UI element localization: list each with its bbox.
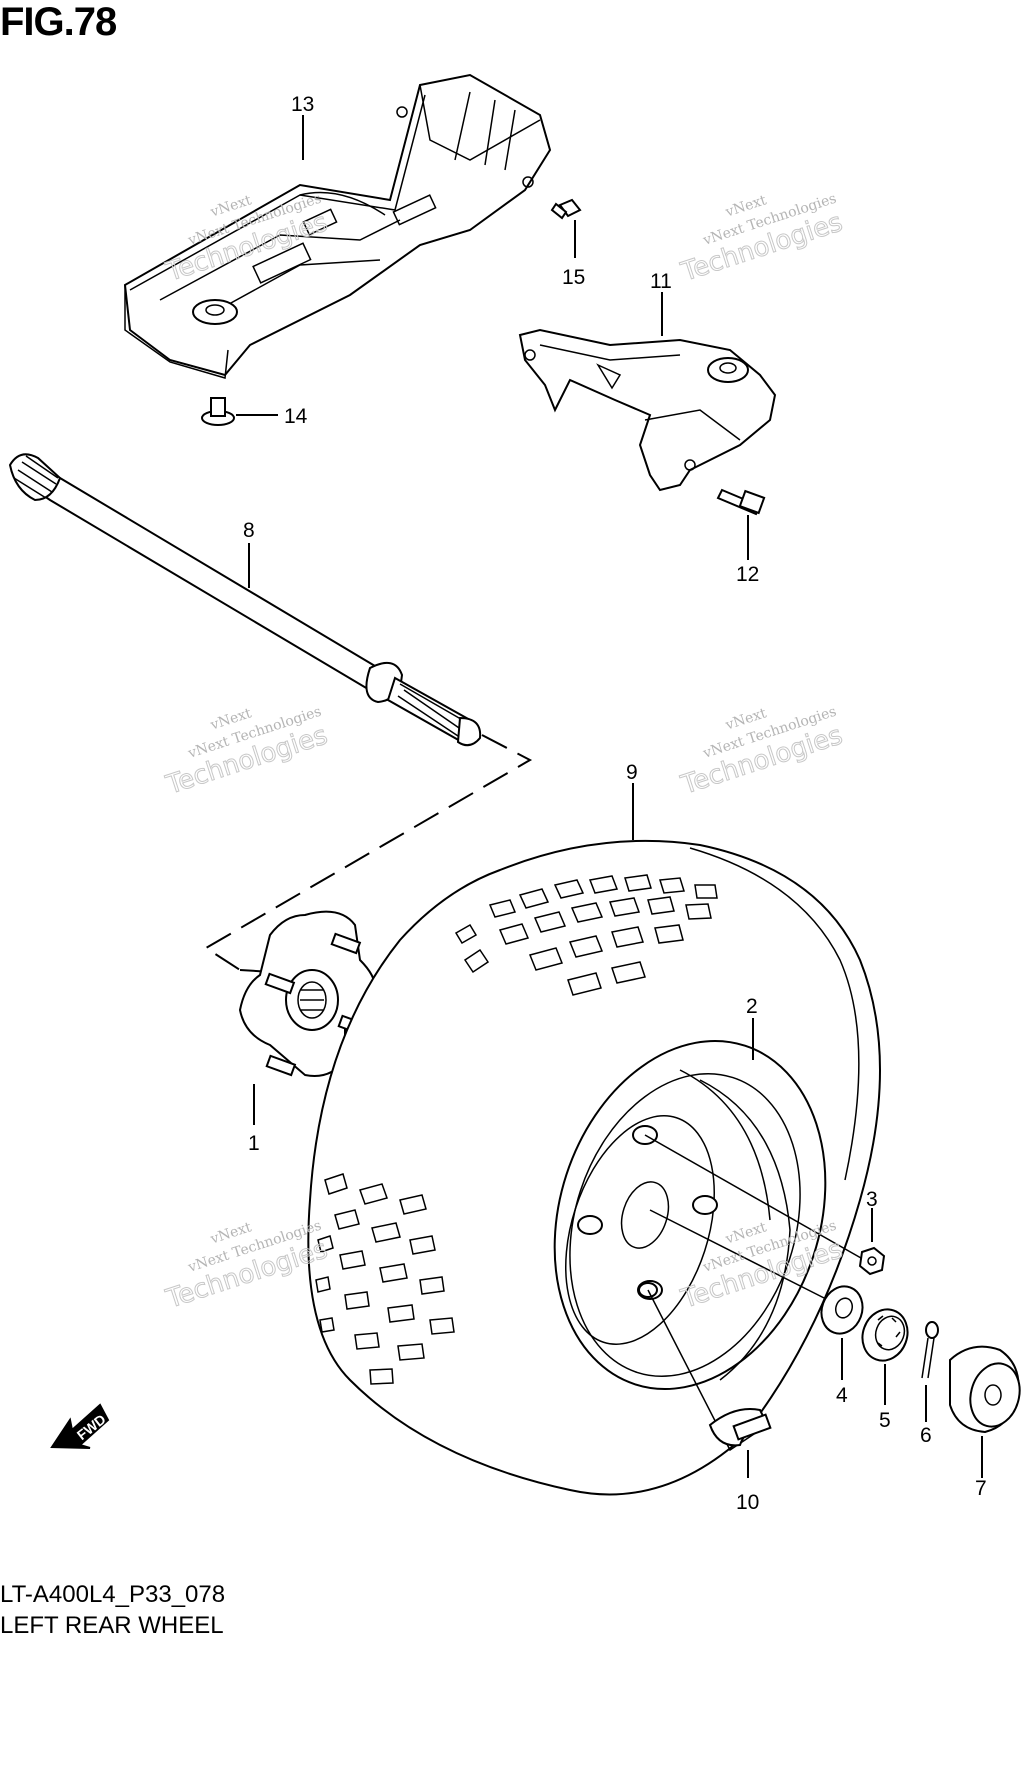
part-15-bolt: [550, 198, 582, 258]
tire-tread-side: [315, 1173, 455, 1385]
fwd-direction-arrow: FWD: [50, 1403, 110, 1449]
figure-name: LEFT REAR WHEEL: [0, 1612, 224, 1639]
callout-5: 5: [879, 1409, 891, 1432]
callout-7: 7: [975, 1477, 987, 1500]
part-4-washer: [820, 1285, 864, 1380]
watermark: vNext vNext Technologies Technologies: [677, 191, 847, 289]
explode-line-nut: [644, 1134, 869, 1263]
figure-title: FIG.78: [0, 0, 117, 44]
watermark: vNext vNext Technologies Technologies: [162, 1218, 332, 1316]
callout-9: 9: [626, 761, 638, 784]
callout-6: 6: [920, 1424, 932, 1447]
callout-1: 1: [248, 1132, 260, 1155]
part-8-axle-shaft: [8, 453, 482, 747]
callout-11: 11: [650, 270, 672, 293]
callout-12: 12: [736, 563, 759, 586]
callout-13: 13: [291, 93, 314, 116]
part-13-skid-plate: [123, 73, 552, 379]
callout-4: 4: [836, 1384, 848, 1407]
callout-labels: 13 15 11 14 12 8 9 2 1 3 4 5 6 10 7: [243, 93, 987, 1514]
part-10-valve: [708, 1408, 772, 1478]
part-11-bracket: [518, 328, 777, 492]
callout-15: 15: [562, 266, 585, 289]
part-3-nut: [858, 1208, 886, 1276]
part-14-bolt: [201, 397, 278, 426]
callout-10: 10: [736, 1491, 759, 1514]
callout-3: 3: [866, 1188, 878, 1211]
tire-tread-top: [454, 874, 718, 996]
callout-2: 2: [746, 995, 758, 1018]
explode-line-valve: [647, 1289, 761, 1452]
callout-8: 8: [243, 519, 255, 542]
part-6-cotter-pin: [921, 1321, 939, 1422]
explode-line-washer: [649, 1209, 833, 1303]
part-7-hub-cap: [949, 1345, 1021, 1478]
watermark: vNext vNext Technologies Technologies: [162, 704, 332, 802]
part-5-castle-nut: [861, 1308, 909, 1405]
callout-14: 14: [284, 405, 308, 428]
watermark: vNext vNext Technologies Technologies: [677, 704, 847, 802]
part-12-bolt: [716, 488, 766, 560]
figure-code: LT-A400L4_P33_078: [0, 1581, 226, 1608]
